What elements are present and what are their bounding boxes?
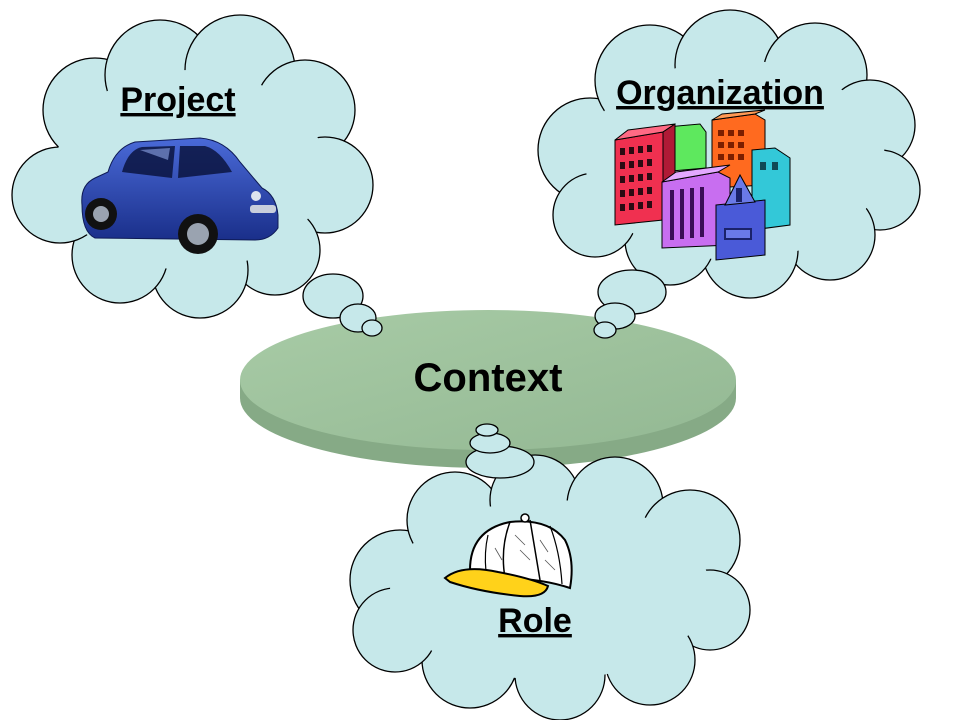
buildings-icon [614,109,791,261]
role-thought-bubbles [465,423,535,479]
cap-icon [443,513,573,598]
context-label: Context [414,356,563,400]
role-label: Role [498,602,572,640]
organization-label: Organization [616,74,824,112]
role-cloud [349,454,751,721]
disc-top [240,310,736,450]
car-icon [81,137,279,254]
project-label: Project [120,81,235,119]
project-thought-bubbles [302,273,383,337]
organization-thought-bubbles [593,269,667,339]
